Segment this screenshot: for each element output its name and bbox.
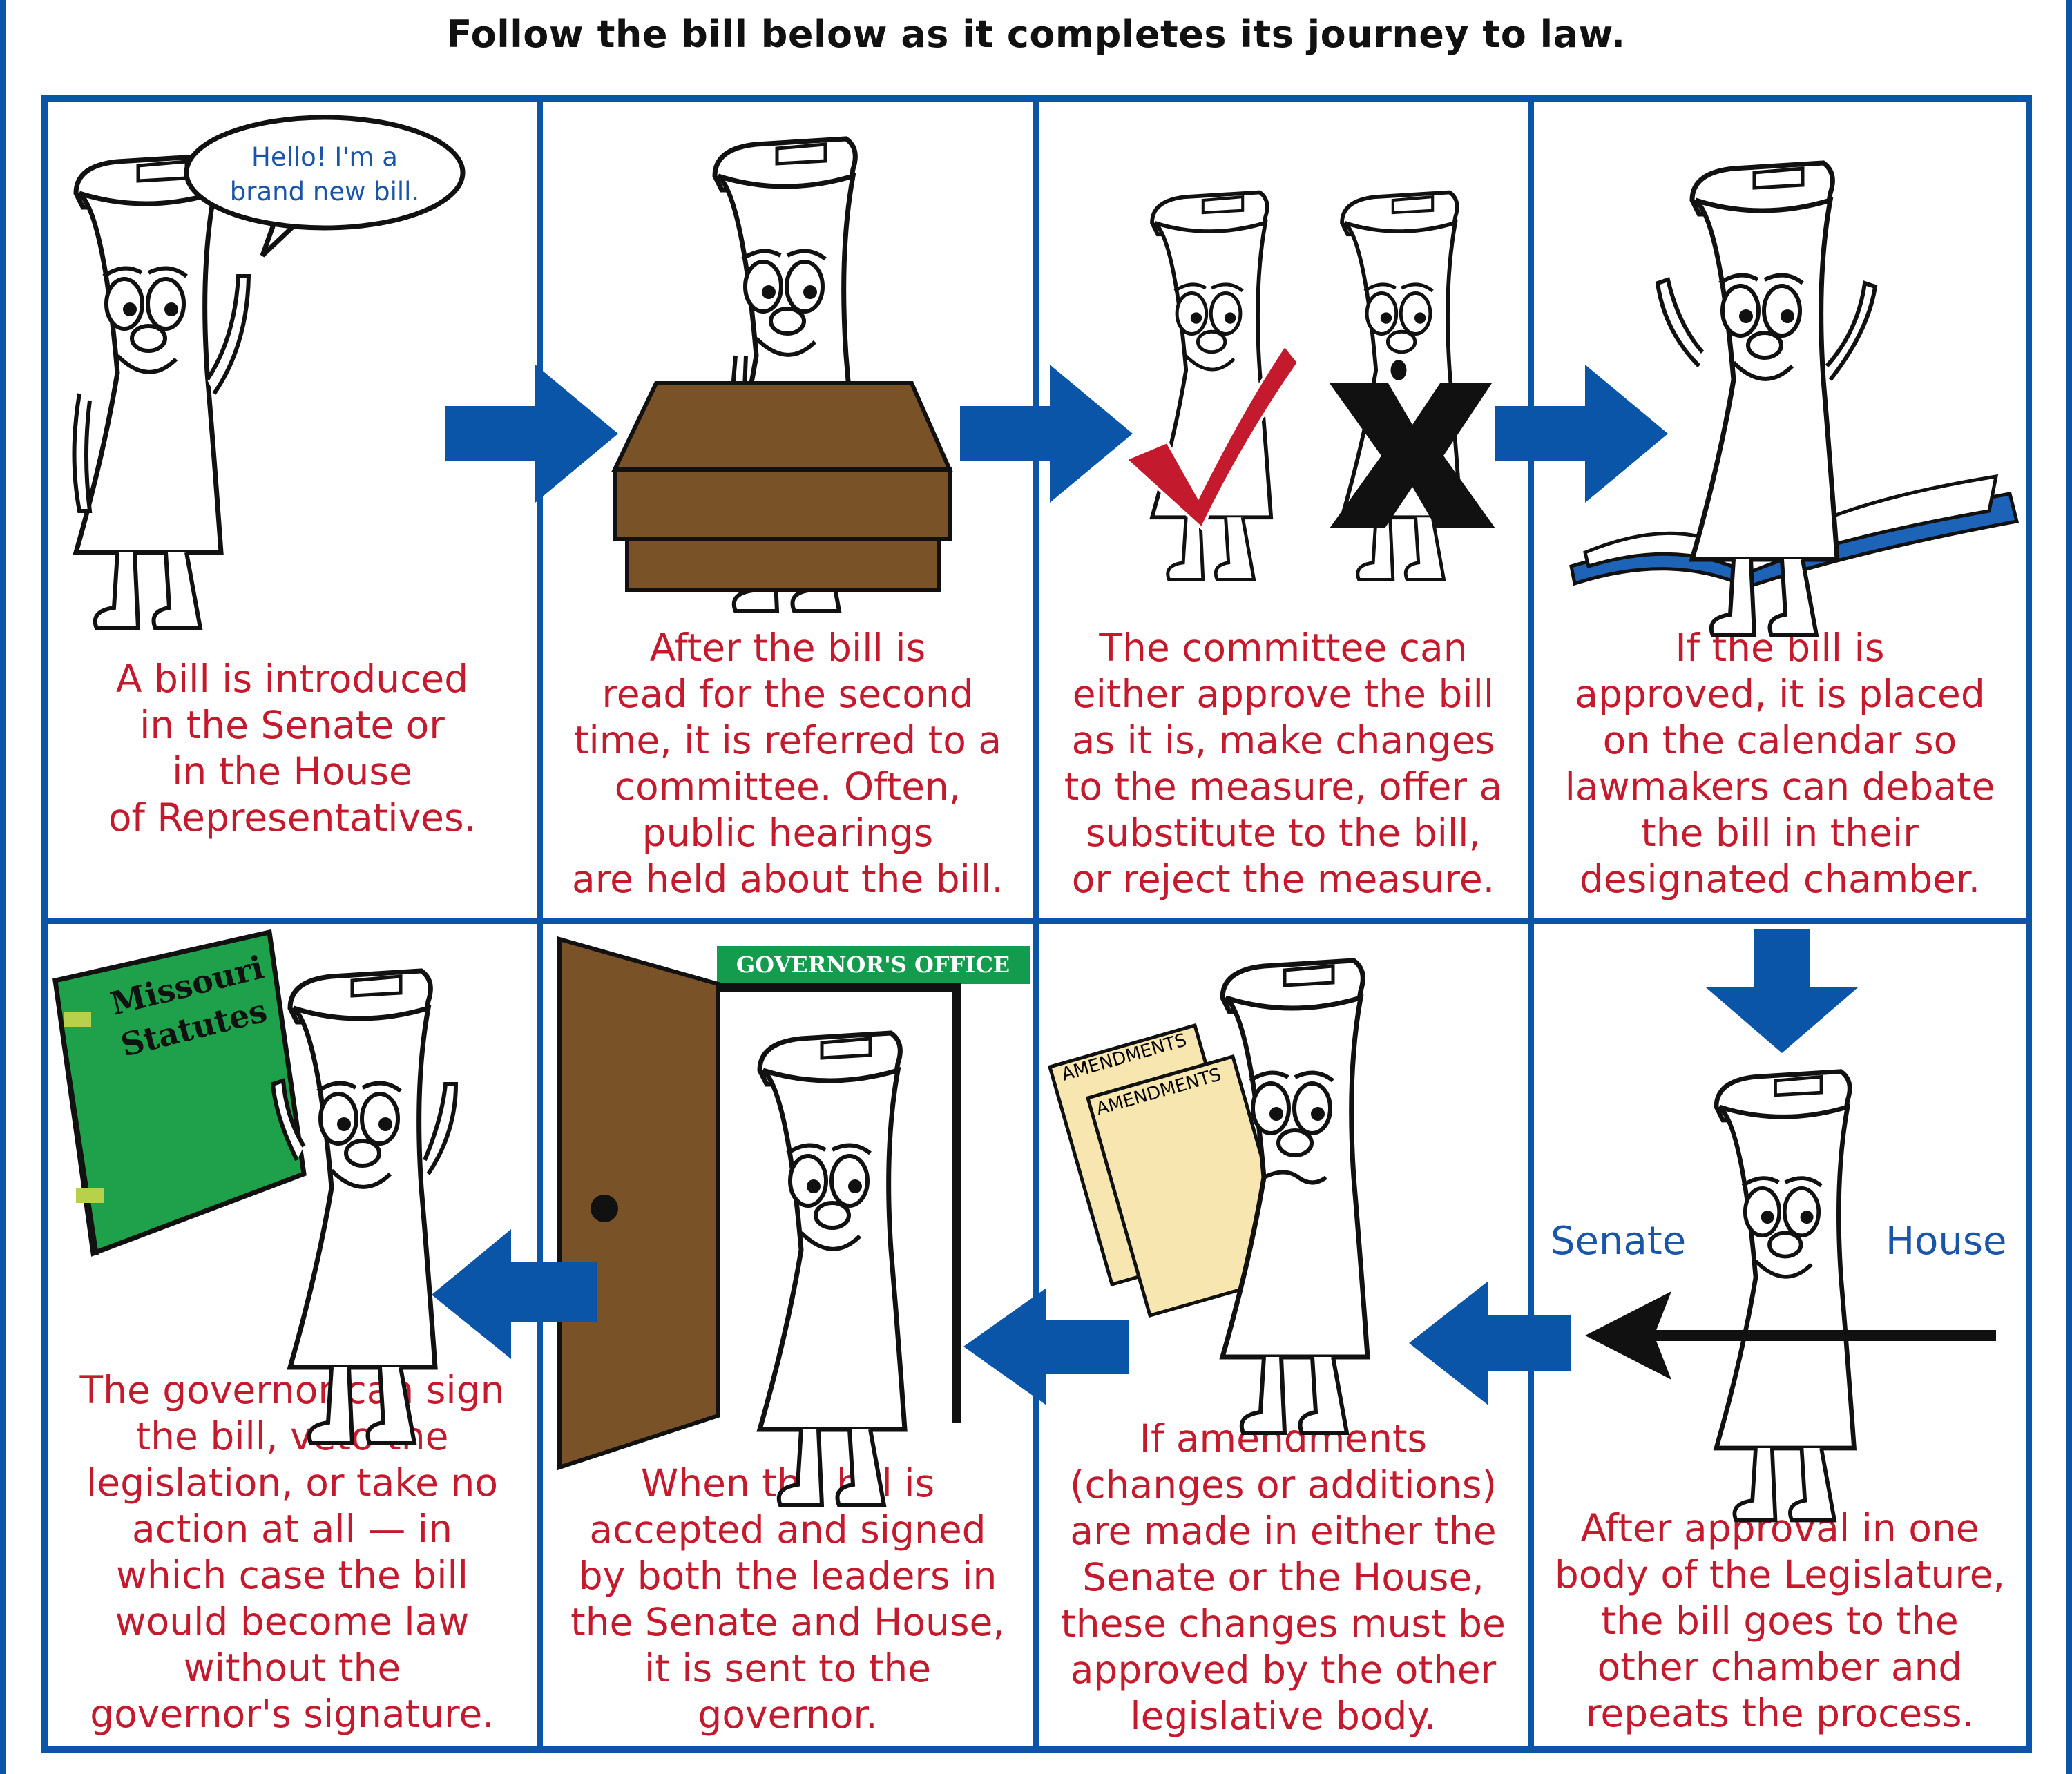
- senate-label: Senate: [1551, 1219, 1687, 1264]
- caption-step-7: When the bill is accepted and signed by …: [570, 1461, 1005, 1737]
- caption-step-2: After the bill is read for the second ti…: [572, 626, 1004, 901]
- caption-step-4: If the bill is approved, it is placed on…: [1564, 626, 1995, 901]
- caption-step-3: The committee can either approve the bil…: [1064, 626, 1503, 901]
- caption-step-5: After approval in one body of the Legisl…: [1554, 1506, 2006, 1735]
- caption-step-1: A bill is introduced in the Senate or in…: [108, 657, 477, 840]
- page-title: Follow the bill below as it completes it…: [446, 12, 1626, 56]
- caption-step-6: If amendments (changes or additions) are…: [1061, 1416, 1506, 1738]
- house-label: House: [1886, 1219, 2007, 1264]
- caption-step-8: The governor can sign the bill, veto the…: [79, 1368, 505, 1736]
